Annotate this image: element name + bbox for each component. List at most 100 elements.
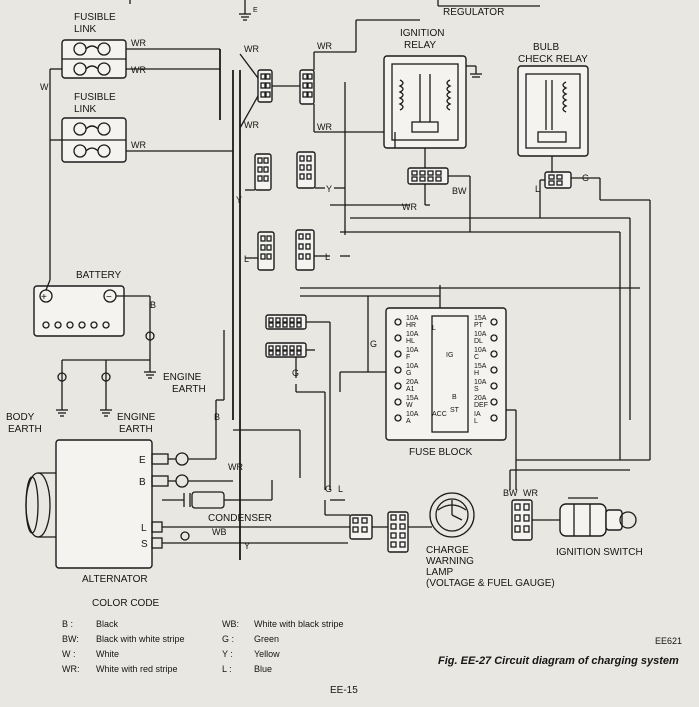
harness-connector-1	[257, 69, 273, 103]
svg-text:−: −	[106, 292, 112, 303]
svg-text:G: G	[325, 484, 332, 494]
lg-connector	[544, 171, 572, 189]
body-earth-label: BODY EARTH	[6, 412, 42, 435]
ignition-relay-label: IGNITION RELAY	[400, 28, 447, 51]
fuse-right-terminal	[490, 366, 498, 374]
figure-id: EE621	[655, 636, 682, 646]
svg-text:WR: WR	[244, 44, 259, 54]
bw-connector	[407, 167, 449, 185]
svg-text:B: B	[452, 394, 457, 401]
color-code-value: Yellow	[254, 649, 280, 659]
svg-text:WR: WR	[317, 41, 332, 51]
fuse-right-terminal	[490, 350, 498, 358]
regulator-label: REGULATOR	[443, 7, 504, 18]
svg-text:G: G	[370, 339, 377, 349]
terminal-b-label: B	[139, 477, 146, 488]
color-code-key: BW:	[62, 634, 79, 644]
harness-connector-4	[296, 151, 316, 189]
fuse-block-label: FUSE BLOCK	[409, 447, 473, 458]
svg-text:W: W	[40, 82, 49, 92]
fuse-left-terminal	[394, 398, 402, 406]
ignition-switch	[559, 497, 637, 537]
color-code-key: Y :	[222, 649, 233, 659]
svg-text:WR: WR	[244, 120, 259, 130]
color-code-key: L :	[222, 664, 232, 674]
svg-text:G: G	[292, 368, 299, 378]
connector-pair-1	[265, 314, 307, 330]
svg-text:B: B	[214, 412, 220, 422]
svg-text:Y: Y	[244, 541, 250, 551]
alternator	[25, 439, 169, 569]
color-code-key: B :	[62, 619, 73, 629]
fuse-left-terminal	[394, 350, 402, 358]
color-code-value: Green	[254, 634, 279, 644]
fuse-left-terminal	[394, 382, 402, 390]
terminal-l-label: L	[141, 523, 147, 534]
body-earth-symbol	[56, 409, 68, 417]
color-code-key: WB:	[222, 619, 239, 629]
svg-text:E: E	[253, 7, 258, 14]
svg-text:WR: WR	[317, 122, 332, 132]
figure-caption: Fig. EE-27 Circuit diagram of charging s…	[438, 655, 679, 667]
svg-text:WR: WR	[523, 488, 538, 498]
svg-text:WR: WR	[131, 140, 146, 150]
fuse-left-terminal	[394, 414, 402, 422]
fuse-left-terminal	[394, 334, 402, 342]
svg-text:WR: WR	[402, 202, 417, 212]
earth-symbol	[239, 13, 251, 21]
color-code-value: Black with white stripe	[96, 634, 185, 644]
svg-text:WB: WB	[212, 527, 227, 537]
svg-text:ACC: ACC	[432, 411, 447, 418]
condenser	[162, 480, 273, 509]
color-code-value: Blue	[254, 664, 272, 674]
charge-warning-lamp	[429, 492, 475, 538]
lamp-connector-1	[349, 514, 373, 540]
color-code-value: Black	[96, 619, 119, 629]
svg-text:IG: IG	[446, 352, 453, 359]
svg-text:Y: Y	[326, 184, 332, 194]
fuse-left-terminal	[394, 318, 402, 326]
engine-earth-2-symbol	[100, 409, 112, 417]
engine-earth-1-symbol	[144, 371, 156, 379]
bulb-check-relay-label: BULB CHECK RELAY	[518, 42, 588, 65]
charge-warning-lamp-label: CHARGE WARNING LAMP (VOLTAGE & FUEL GAUG…	[426, 545, 555, 589]
terminal-e-label: E	[139, 455, 146, 466]
fusible-link-1	[61, 39, 127, 79]
svg-text:L: L	[244, 254, 249, 264]
svg-text:B: B	[150, 300, 156, 310]
color-code-key: W :	[62, 649, 76, 659]
engine-earth-2-label: ENGINE EARTH	[117, 412, 158, 435]
svg-text:L: L	[338, 484, 343, 494]
svg-text:+: +	[41, 292, 47, 303]
color-code-key: G :	[222, 634, 234, 644]
fusible-link-1-label: FUSIBLE LINK	[74, 12, 118, 35]
fuse-right-terminal	[490, 382, 498, 390]
svg-text:WR: WR	[228, 462, 243, 472]
ignition-switch-label: IGNITION SWITCH	[556, 547, 643, 558]
harness-connector-2	[299, 69, 315, 105]
harness-connector-5	[257, 231, 275, 271]
alternator-label: ALTERNATOR	[82, 574, 148, 585]
condenser-label: CONDENSER	[208, 513, 272, 524]
svg-text:G: G	[582, 173, 589, 183]
fusible-link-2	[61, 117, 127, 163]
color-code-title: COLOR CODE	[92, 598, 160, 609]
svg-text:L: L	[325, 252, 330, 262]
fuse-right-terminal	[490, 398, 498, 406]
svg-text:WR: WR	[131, 65, 146, 75]
battery: + −	[33, 285, 125, 337]
svg-text:L: L	[535, 184, 540, 194]
